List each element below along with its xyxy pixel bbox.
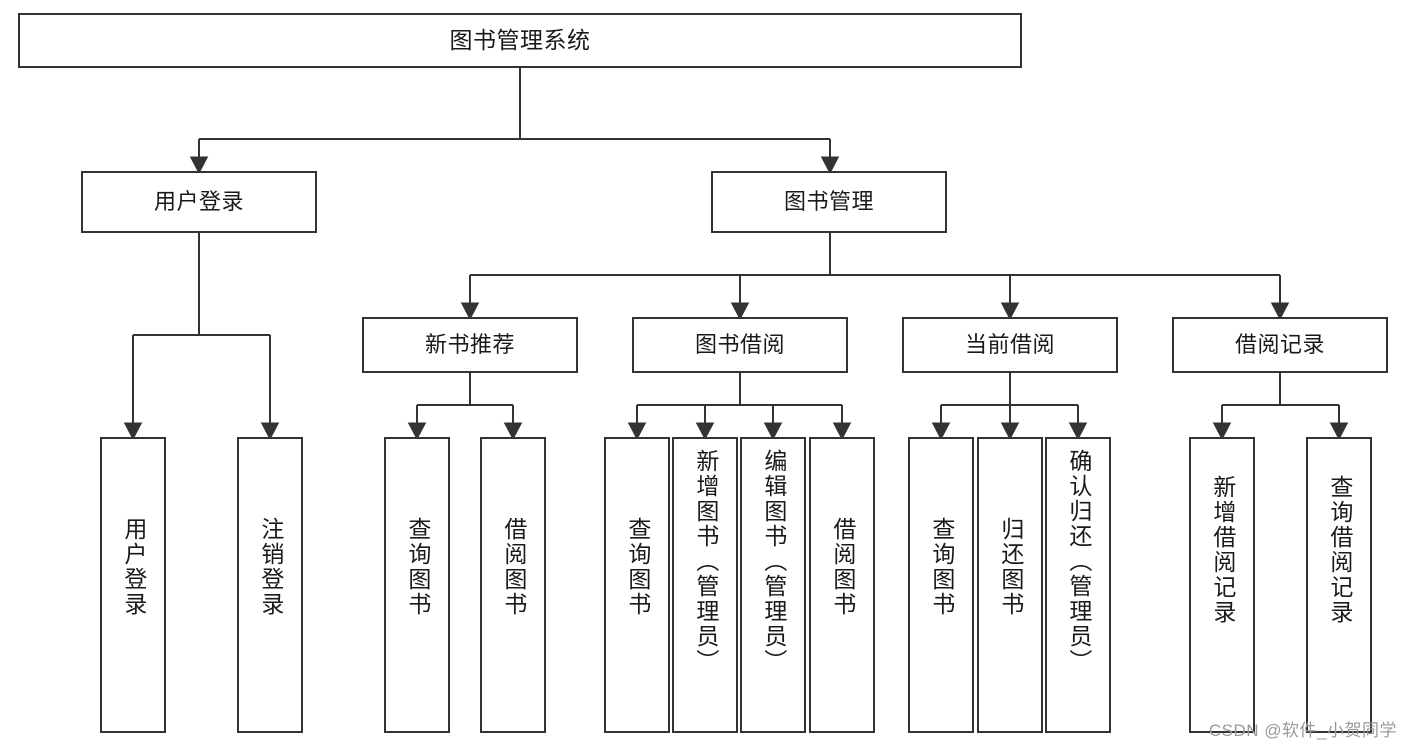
node-new-book-rec-label: 新书推荐 bbox=[424, 331, 515, 357]
node-leaf-query-book-1[interactable]: 查询图书 bbox=[384, 437, 450, 733]
node-borrow-record-label: 借阅记录 bbox=[1234, 331, 1325, 357]
watermark-text: CSDN @软件_小贺同学 bbox=[1208, 721, 1397, 740]
node-leaf-query-book-2-label: 查询图书 bbox=[624, 517, 651, 617]
node-leaf-query-record[interactable]: 查询借阅记录 bbox=[1306, 437, 1372, 733]
node-leaf-logout[interactable]: 注销登录 bbox=[237, 437, 303, 733]
node-book-manage[interactable]: 图书管理 bbox=[711, 171, 947, 233]
node-leaf-add-record[interactable]: 新增借阅记录 bbox=[1189, 437, 1255, 733]
node-leaf-logout-label: 注销登录 bbox=[257, 517, 284, 617]
node-user-login[interactable]: 用户登录 bbox=[81, 171, 317, 233]
node-leaf-borrow-book-1-label: 借阅图书 bbox=[500, 517, 527, 617]
node-leaf-edit-book[interactable]: 编辑图书（管理员） bbox=[740, 437, 806, 733]
node-leaf-user-login[interactable]: 用户登录 bbox=[100, 437, 166, 733]
node-leaf-query-record-label: 查询借阅记录 bbox=[1326, 475, 1353, 625]
node-leaf-query-book-3[interactable]: 查询图书 bbox=[908, 437, 974, 733]
node-leaf-add-book[interactable]: 新增图书（管理员） bbox=[672, 437, 738, 733]
node-book-borrow[interactable]: 图书借阅 bbox=[632, 317, 848, 373]
node-borrow-record[interactable]: 借阅记录 bbox=[1172, 317, 1388, 373]
node-new-book-rec[interactable]: 新书推荐 bbox=[362, 317, 578, 373]
node-leaf-query-book-2[interactable]: 查询图书 bbox=[604, 437, 670, 733]
node-leaf-return-book[interactable]: 归还图书 bbox=[977, 437, 1043, 733]
node-leaf-edit-book-label: 编辑图书（管理员） bbox=[760, 449, 787, 674]
node-user-login-label: 用户登录 bbox=[153, 188, 244, 214]
node-leaf-add-record-label: 新增借阅记录 bbox=[1209, 475, 1236, 625]
node-leaf-confirm-return-label: 确认归还（管理员） bbox=[1065, 449, 1092, 674]
node-leaf-confirm-return[interactable]: 确认归还（管理员） bbox=[1045, 437, 1111, 733]
node-leaf-return-book-label: 归还图书 bbox=[997, 517, 1024, 617]
node-leaf-user-login-label: 用户登录 bbox=[120, 517, 147, 617]
node-leaf-add-book-label: 新增图书（管理员） bbox=[692, 449, 719, 674]
node-leaf-borrow-book-2-label: 借阅图书 bbox=[829, 517, 856, 617]
node-current-borrow-label: 当前借阅 bbox=[964, 331, 1055, 357]
node-root[interactable]: 图书管理系统 bbox=[18, 13, 1022, 68]
node-root-label: 图书管理系统 bbox=[449, 26, 591, 53]
node-leaf-borrow-book-2[interactable]: 借阅图书 bbox=[809, 437, 875, 733]
node-current-borrow[interactable]: 当前借阅 bbox=[902, 317, 1118, 373]
node-leaf-query-book-3-label: 查询图书 bbox=[928, 517, 955, 617]
node-leaf-borrow-book-1[interactable]: 借阅图书 bbox=[480, 437, 546, 733]
node-leaf-query-book-1-label: 查询图书 bbox=[404, 517, 431, 617]
node-book-manage-label: 图书管理 bbox=[783, 188, 874, 214]
node-book-borrow-label: 图书借阅 bbox=[694, 331, 785, 357]
